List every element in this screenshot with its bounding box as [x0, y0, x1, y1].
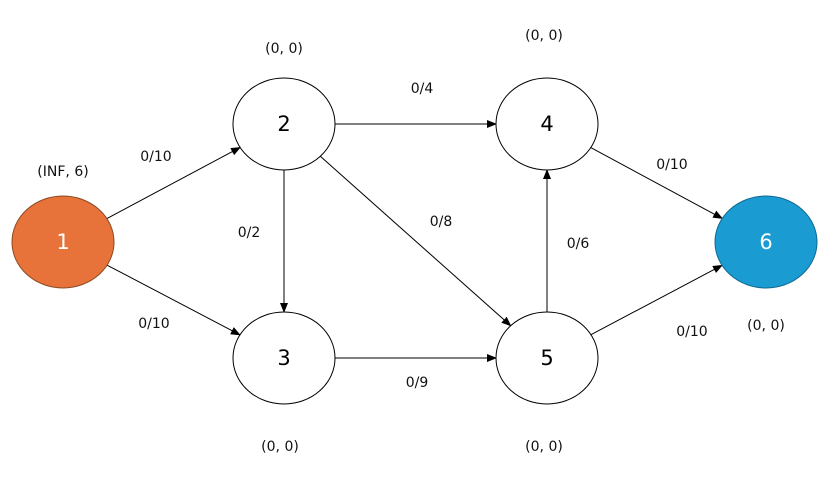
node-label-3: 3 — [277, 346, 290, 370]
node-label-1: 1 — [56, 230, 69, 254]
edge-label-1-2: 0/10 — [140, 149, 171, 165]
node-circle-1 — [11, 195, 115, 289]
edges-layer: 0/10 0/10 0/2 0/4 0/8 0/9 0/6 0/10 0/10 — [106, 81, 724, 391]
edge-label-2-3: 0/2 — [238, 225, 261, 241]
node-1: 1 (INF, 6) — [11, 164, 115, 289]
edge-label-2-5: 0/8 — [430, 214, 453, 230]
node-3: 3 (0, 0) — [232, 311, 336, 455]
node-tag-3: (0, 0) — [261, 439, 299, 455]
edge-label-5-4: 0/6 — [567, 236, 590, 252]
node-tag-5: (0, 0) — [525, 439, 563, 455]
edge-4-6 — [590, 147, 724, 219]
edge-label-2-4: 0/4 — [411, 81, 434, 97]
node-label-4: 4 — [540, 112, 553, 136]
node-2: 2 (0, 0) — [232, 41, 336, 171]
edge-5-6 — [590, 264, 723, 336]
node-tag-4: (0, 0) — [525, 28, 563, 44]
node-4: 4 (0, 0) — [495, 28, 599, 171]
edge-label-1-3: 0/10 — [138, 316, 169, 332]
edge-label-3-5: 0/9 — [406, 375, 429, 391]
node-6: 6 (0, 0) — [714, 195, 818, 334]
node-tag-1: (INF, 6) — [37, 164, 88, 180]
nodes-layer: 1 (INF, 6) 2 (0, 0) 3 (0, 0) 4 (0, 0) 5 (0, 0) 6 (0… — [11, 28, 818, 455]
node-tag-2: (0, 0) — [265, 41, 303, 57]
node-circle-2 — [232, 77, 336, 171]
node-label-6: 6 — [759, 230, 772, 254]
node-circle-6 — [714, 195, 818, 289]
node-circle-3 — [232, 311, 336, 405]
node-circle-4 — [495, 77, 599, 171]
node-tag-6: (0, 0) — [747, 318, 785, 334]
node-label-5: 5 — [540, 346, 553, 370]
node-label-2: 2 — [277, 112, 290, 136]
edge-2-5 — [319, 155, 512, 327]
edge-1-2 — [106, 146, 241, 220]
edge-1-3 — [106, 264, 241, 336]
edge-label-5-6: 0/10 — [676, 324, 707, 340]
node-circle-5 — [495, 311, 599, 405]
edge-label-4-6: 0/10 — [656, 157, 687, 173]
node-5: 5 (0, 0) — [495, 311, 599, 455]
